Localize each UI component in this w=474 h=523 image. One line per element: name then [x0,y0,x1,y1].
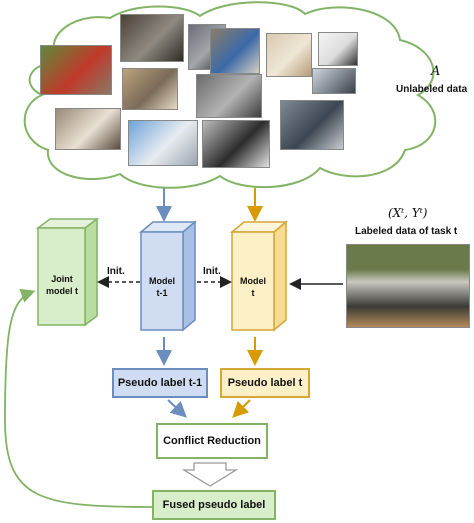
train-photo [40,45,112,95]
pseudo-label-prev-box: Pseudo label t-1 [112,368,208,398]
feedback-arrow [4,288,153,508]
joint-model-box [35,217,100,327]
bridge-photo [312,68,356,94]
model-prev-label-line1: Model [149,276,175,286]
room-photo [122,68,178,110]
party-photo [55,108,121,150]
init-label-right: Init. [203,266,221,277]
phone-photo [202,120,270,168]
conflict-to-fused-arrow [181,462,239,487]
labeled-data-caption: Labeled data of task t [355,226,458,237]
model-curr-label-line1: Model [240,276,266,286]
bowl-photo [266,33,312,77]
model-prev-label-line2: t-1 [156,288,168,298]
pseudo-prev-to-conflict-arrow [167,399,187,418]
sheep-photo [196,74,262,118]
model-curr-box [229,220,289,332]
kid-on-floor-photo [210,28,260,74]
workshop-photo [120,14,184,62]
airplane-photo [128,120,198,166]
labeled-task-photo [346,244,470,328]
model-prev-box [138,220,198,332]
joint-model-label-line1: Joint [51,274,73,284]
labeled-pair-symbol: (Xᵗ, Yᵗ) [388,206,428,220]
unlabeled-set-symbol: A [431,64,441,79]
model-curr-label-line2: t [251,288,255,298]
birds-sky-photo [318,32,358,66]
init-label-left: Init. [107,266,125,277]
fused-pseudo-label-box: Fused pseudo label [152,490,276,520]
pseudo-curr-to-conflict-arrow [232,399,251,418]
conflict-reduction-box: Conflict Reduction [156,423,268,459]
joint-model-label-line2: model t [45,286,78,296]
unlabeled-data-caption: Unlabeled data [396,84,468,95]
pseudo-label-curr-box: Pseudo label t [220,368,310,398]
office-photo [280,100,344,150]
